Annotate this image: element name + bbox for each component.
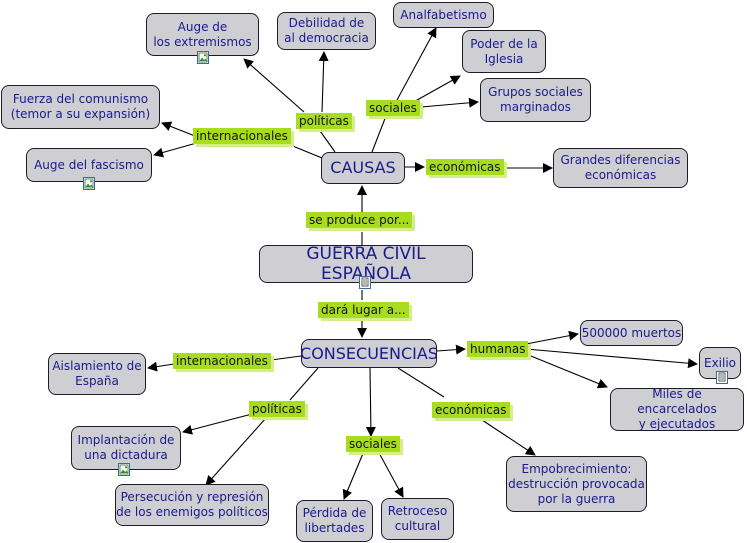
concept-grandes-diferencias[interactable]: Grandes diferencias económicas — [553, 148, 688, 188]
concept-persecucion[interactable]: Persecución y represión de los enemigos … — [115, 484, 269, 526]
concept-encarcelados[interactable]: Miles de encarcelados y ejecutados — [610, 387, 744, 431]
link-label-cons-humanas[interactable]: humanas — [467, 341, 529, 357]
link-label-cons-sociales[interactable]: sociales — [346, 436, 400, 452]
concept-500000-muertos[interactable]: 500000 muertos — [580, 320, 683, 346]
concept-exilio[interactable]: Exilio — [699, 347, 741, 379]
concept-auge-extremismos[interactable]: Auge de los extremismos — [146, 13, 259, 56]
concept-consecuencias[interactable]: CONSECUENCIAS — [300, 339, 438, 368]
image-icon[interactable] — [83, 177, 95, 190]
image-icon[interactable] — [118, 463, 130, 476]
image-icon[interactable] — [197, 51, 209, 64]
link-label-causas-economicas[interactable]: económicas — [426, 159, 504, 175]
link-label-causas-politicas[interactable]: políticas — [296, 113, 352, 129]
concept-debilidad-democracia[interactable]: Debilidad de al democracia — [277, 12, 376, 50]
concept-guerra-civil[interactable]: GUERRA CIVIL ESPAÑOLA — [259, 244, 473, 284]
concept-poder-iglesia[interactable]: Poder de la Iglesia — [462, 30, 546, 73]
link-label-cons-economicas[interactable]: económicas — [432, 402, 510, 418]
document-icon[interactable] — [359, 276, 371, 289]
link-label-cons-internacionales[interactable]: internacionales — [173, 353, 271, 369]
concept-aislamiento[interactable]: Aislamiento de España — [48, 353, 146, 395]
concept-analfabetismo[interactable]: Analfabetismo — [393, 2, 494, 28]
concept-dictadura[interactable]: Implantación de una dictadura — [71, 426, 181, 470]
concept-retroceso-cultural[interactable]: Retroceso cultural — [381, 498, 454, 540]
link-label-causas-internacionales[interactable]: internacionales — [193, 128, 291, 144]
link-label-se-produce-por[interactable]: se produce por... — [306, 212, 413, 228]
document-icon[interactable] — [716, 371, 728, 384]
link-label-dara-lugar[interactable]: dará lugar a... — [318, 302, 409, 318]
concept-perdida-libertades[interactable]: Pérdida de libertades — [296, 500, 373, 542]
concept-causas[interactable]: CAUSAS — [321, 152, 405, 184]
link-label-causas-sociales[interactable]: sociales — [366, 100, 420, 116]
concept-empobrecimiento[interactable]: Empobrecimiento: destrucción provocada p… — [506, 456, 647, 512]
link-label-cons-politicas[interactable]: políticas — [249, 401, 305, 417]
concept-grupos-marginados[interactable]: Grupos sociales marginados — [480, 78, 591, 122]
concept-fuerza-comunismo[interactable]: Fuerza del comunismo (temor a su expansi… — [1, 85, 160, 129]
